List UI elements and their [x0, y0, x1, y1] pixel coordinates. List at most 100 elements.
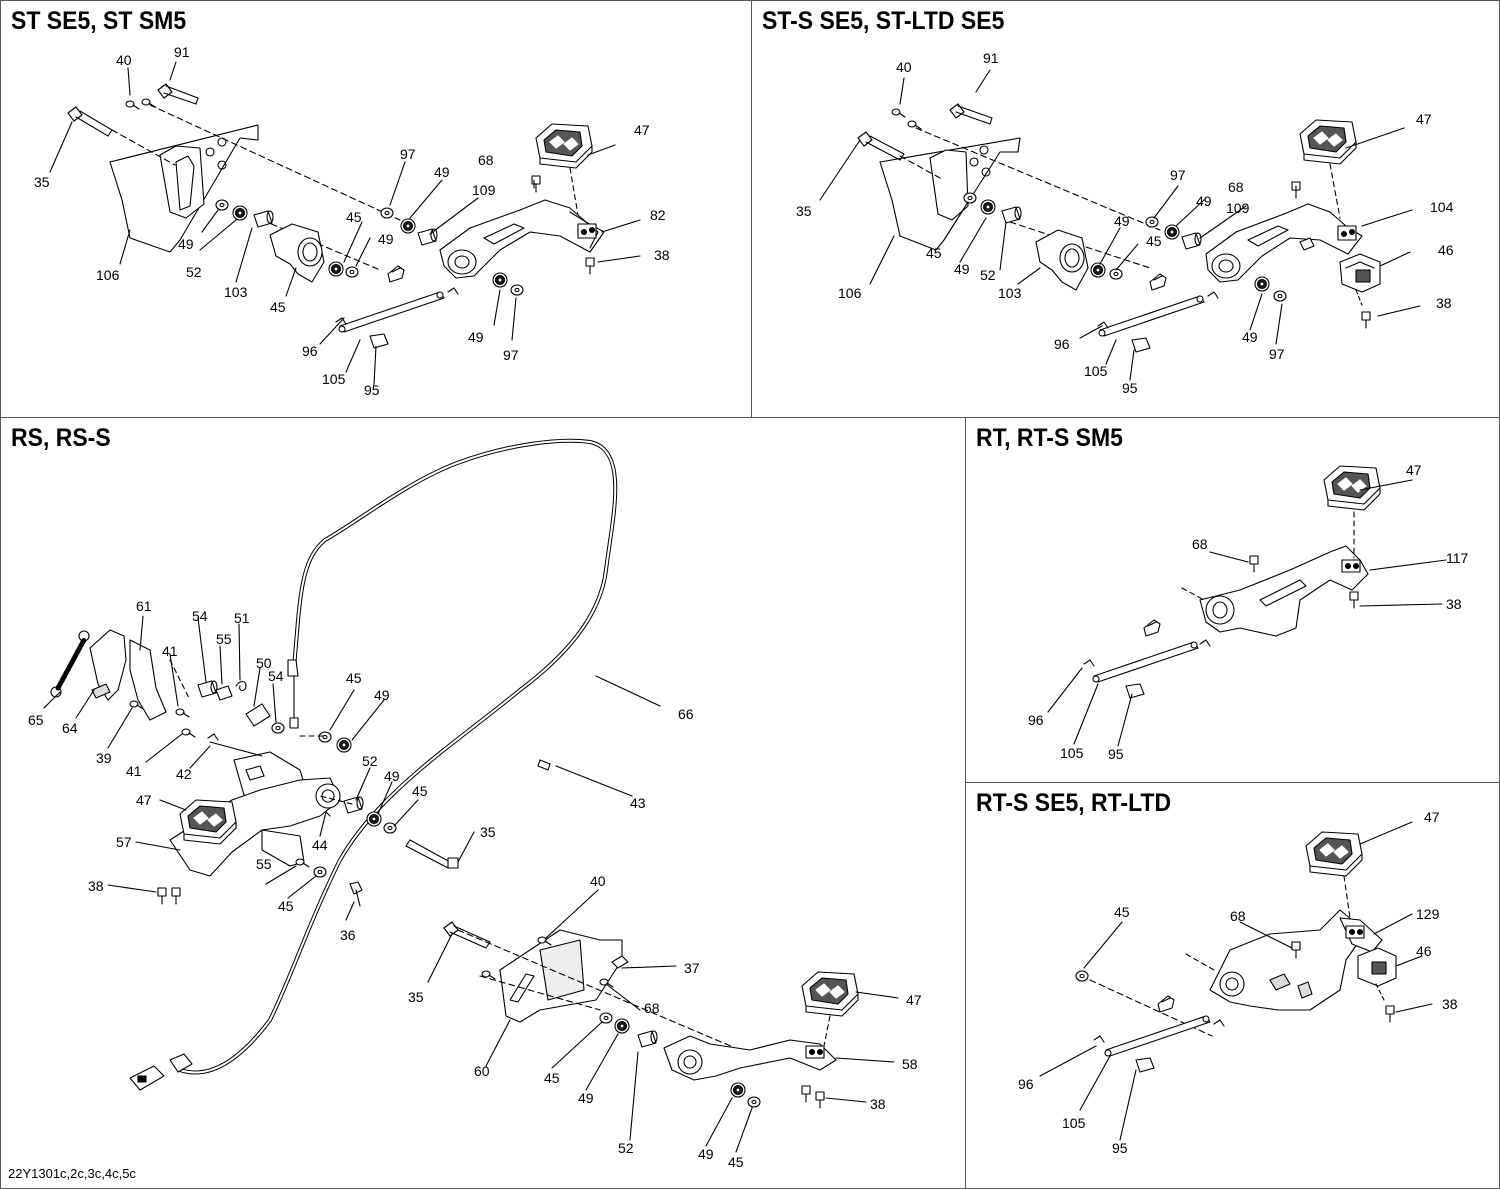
callout-sts-17: 38 [1436, 295, 1452, 311]
callout-sts-6: 49 [1196, 193, 1212, 209]
callout-rts-4: 46 [1416, 943, 1432, 959]
rs-assembly [43, 438, 899, 1153]
callout-sts-1: 91 [983, 50, 999, 66]
callout-rs-31: 47 [906, 992, 922, 1008]
st-assembly [49, 61, 641, 386]
callout-st-10: 49 [378, 231, 394, 247]
callout-sts-9: 49 [1114, 213, 1130, 229]
callout-rs-30: 68 [644, 1000, 660, 1016]
callout-st-8: 82 [650, 207, 666, 223]
callout-rs-2: 51 [234, 610, 250, 626]
panel-title: RS, RS-S [11, 424, 111, 452]
callout-rs-21: 38 [88, 878, 104, 894]
callout-st-16: 38 [654, 247, 670, 263]
callout-rs-38: 49 [698, 1146, 714, 1162]
callout-rts-5: 38 [1442, 996, 1458, 1012]
callout-rs-15: 49 [384, 768, 400, 784]
callout-rs-32: 60 [474, 1063, 490, 1079]
callout-rs-13: 42 [176, 766, 192, 782]
callout-st-12: 52 [186, 264, 202, 280]
callout-rs-9: 65 [28, 712, 44, 728]
callout-rs-10: 64 [62, 720, 78, 736]
callout-rs-33: 45 [544, 1070, 560, 1086]
callout-rs-36: 58 [902, 1056, 918, 1072]
callout-st-9: 45 [346, 209, 362, 225]
callout-sts-2: 47 [1416, 111, 1432, 127]
callout-sts-18: 49 [1242, 329, 1258, 345]
callout-sts-7: 109 [1226, 200, 1250, 216]
callout-rs-5: 50 [256, 655, 272, 671]
callout-st-3: 97 [400, 146, 416, 162]
callout-sts-15: 46 [1438, 242, 1454, 258]
callout-st-18: 97 [503, 347, 519, 363]
callout-rs-7: 45 [346, 670, 362, 686]
callout-sts-19: 97 [1269, 346, 1285, 362]
callout-sts-20: 96 [1054, 336, 1070, 352]
callout-rs-29: 35 [408, 989, 424, 1005]
callout-st-4: 68 [478, 152, 494, 168]
rt-assembly [1047, 465, 1447, 747]
callout-rs-16: 45 [412, 783, 428, 799]
callout-rs-22: 55 [256, 856, 272, 872]
callout-rs-34: 49 [578, 1090, 594, 1106]
callout-rs-3: 41 [162, 643, 178, 659]
callout-st-11: 49 [178, 236, 194, 252]
callout-rs-12: 41 [126, 763, 142, 779]
callout-rs-35: 52 [618, 1140, 634, 1156]
callout-rs-28: 37 [684, 960, 700, 976]
callout-st-14: 45 [270, 299, 286, 315]
callout-rts-1: 45 [1114, 904, 1130, 920]
callout-rs-23: 45 [278, 898, 294, 914]
callout-rs-37: 38 [870, 1096, 886, 1112]
callout-rs-19: 57 [116, 834, 132, 850]
callout-rs-11: 39 [96, 750, 112, 766]
callout-st-19: 96 [302, 343, 318, 359]
callout-sts-0: 40 [896, 59, 912, 75]
callout-st-1: 91 [174, 44, 190, 60]
callout-sts-13: 52 [980, 267, 996, 283]
callout-sts-4: 97 [1170, 167, 1186, 183]
callout-sts-10: 45 [1146, 233, 1162, 249]
callout-rt-0: 47 [1406, 462, 1422, 478]
callout-st-21: 95 [364, 382, 380, 398]
callout-rs-20: 35 [480, 824, 496, 840]
callout-st-17: 49 [468, 329, 484, 345]
callout-sts-14: 103 [998, 285, 1022, 301]
callout-sts-5: 68 [1228, 179, 1244, 195]
figure-code: 22Y1301c,2c,3c,4c,5c [8, 1166, 136, 1181]
callout-rs-14: 52 [362, 753, 378, 769]
callout-rts-8: 95 [1112, 1140, 1128, 1156]
callout-rts-7: 105 [1062, 1115, 1086, 1131]
callout-rt-1: 68 [1192, 536, 1208, 552]
callout-rs-24: 36 [340, 927, 356, 943]
callout-st-7: 109 [472, 182, 496, 198]
callout-rt-2: 117 [1446, 550, 1469, 566]
sts-assembly [819, 69, 1421, 381]
callout-st-2: 35 [34, 174, 50, 190]
callout-st-20: 105 [322, 371, 346, 387]
callout-rt-3: 38 [1446, 596, 1462, 612]
callout-rts-2: 68 [1230, 908, 1246, 924]
callout-sts-22: 95 [1122, 380, 1138, 396]
callout-rs-17: 47 [136, 792, 152, 808]
callout-st-13: 103 [224, 284, 248, 300]
callout-rt-5: 105 [1060, 745, 1084, 761]
callout-st-5: 49 [434, 164, 450, 180]
callout-sts-3: 35 [796, 203, 812, 219]
callout-rs-4: 55 [216, 631, 232, 647]
callout-rts-6: 96 [1018, 1076, 1034, 1092]
callout-rts-0: 47 [1424, 809, 1440, 825]
callout-st-0: 40 [116, 52, 132, 68]
rts-assembly [1039, 821, 1433, 1141]
callout-st-15: 106 [96, 267, 120, 283]
callout-rs-39: 45 [728, 1154, 744, 1170]
callout-sts-11: 45 [926, 245, 942, 261]
panel-title: ST-S SE5, ST-LTD SE5 [762, 7, 1005, 35]
callout-sts-16: 106 [838, 285, 862, 301]
panel-title: ST SE5, ST SM5 [11, 7, 187, 35]
callout-rs-25: 66 [678, 706, 694, 722]
callout-rt-4: 96 [1028, 712, 1044, 728]
callout-rs-8: 49 [374, 687, 390, 703]
